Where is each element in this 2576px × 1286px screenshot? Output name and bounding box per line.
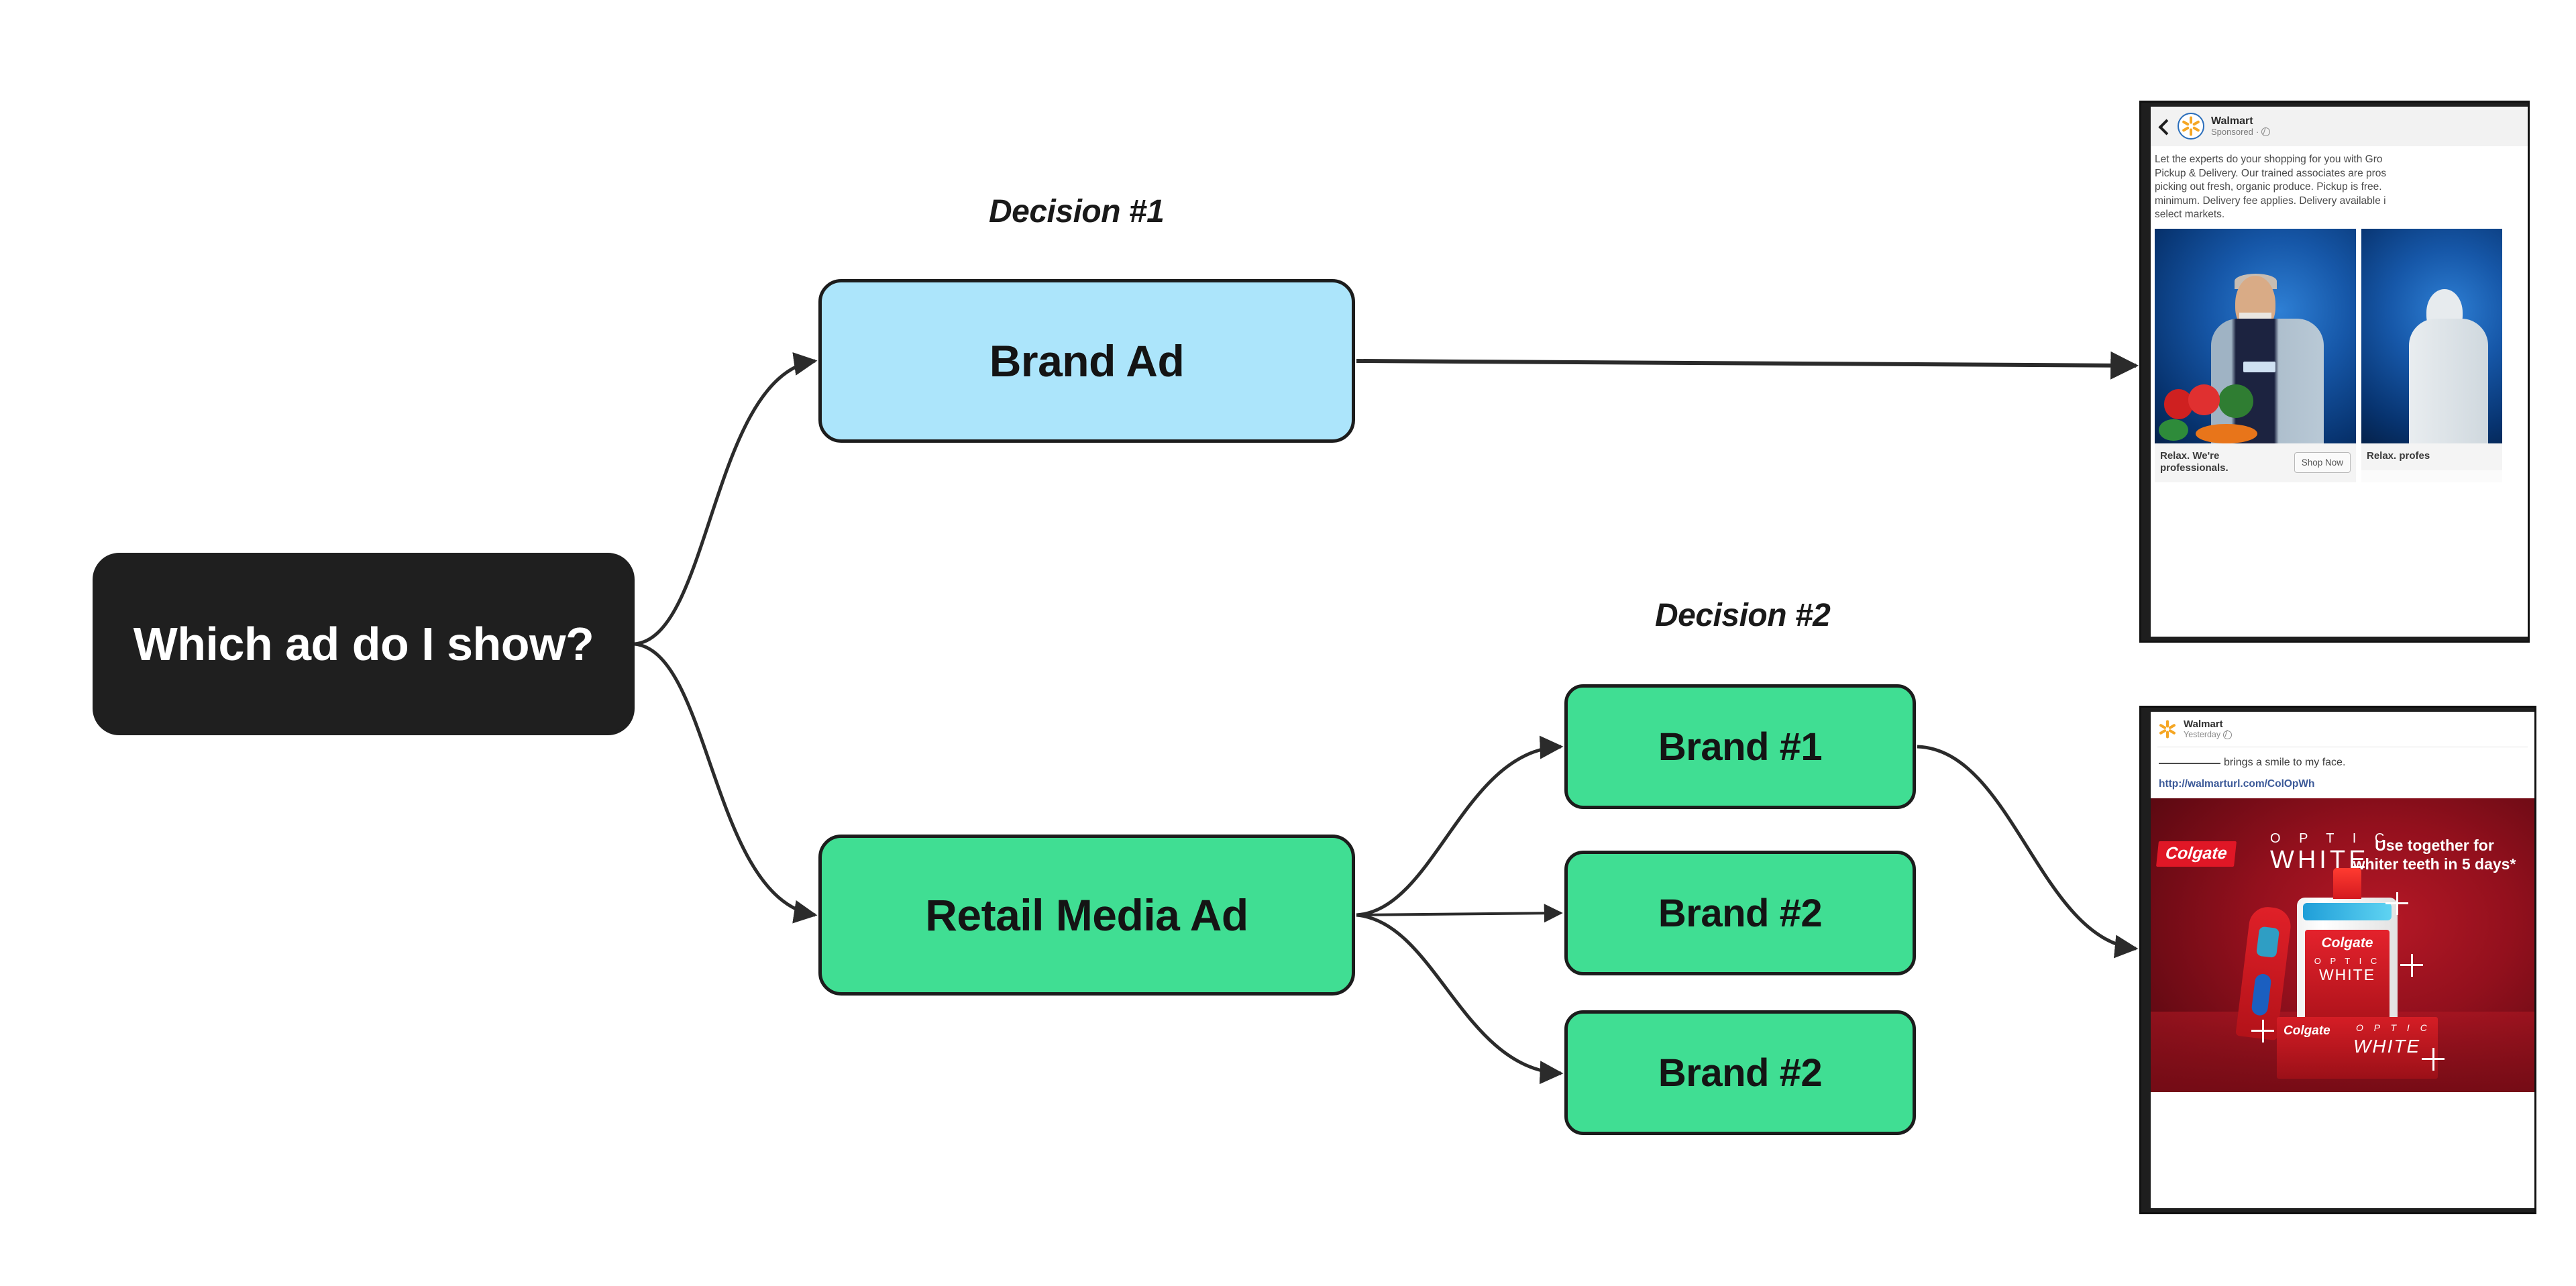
colgate-ad-meta: Yesterday bbox=[2184, 730, 2233, 740]
edge-root-to-retail-media-ad bbox=[634, 642, 818, 924]
walmart-spark-icon bbox=[2178, 113, 2204, 140]
decision-2-label: Decision #2 bbox=[1655, 598, 1831, 633]
carton-white-text: WHITE bbox=[2353, 1035, 2421, 1057]
walmart-ad-carousel[interactable]: Relax. We're professionals. Shop Now Rel… bbox=[2151, 229, 2528, 483]
bottle-white-text: WHITE bbox=[2318, 965, 2376, 983]
walmart-brand-name: Walmart bbox=[2184, 718, 2223, 730]
grocery-associate-photo bbox=[2155, 229, 2356, 444]
walmart-body-line: picking out fresh, organic produce. Pick… bbox=[2155, 181, 2382, 193]
grocery-associate-photo-2 bbox=[2361, 229, 2502, 444]
node-retail-media-ad[interactable]: Retail Media Ad bbox=[818, 835, 1355, 996]
walmart-brand-ad-card[interactable]: Walmart Sponsored · Let the experts do y… bbox=[2139, 101, 2530, 643]
walmart-card-inner: Walmart Sponsored · Let the experts do y… bbox=[2151, 107, 2528, 637]
mouthwash-bottle-product: Colgate O P T I C WHITE bbox=[2297, 867, 2398, 1057]
carousel-caption-row: Relax. We're professionals. Shop Now bbox=[2155, 443, 2356, 483]
blank-fill-line bbox=[2159, 762, 2220, 764]
back-chevron-icon[interactable] bbox=[2156, 119, 2169, 133]
node-brand-2-a[interactable]: Brand #2 bbox=[1564, 851, 1916, 975]
globe-icon bbox=[2223, 730, 2233, 739]
sparkle-icon bbox=[2400, 953, 2423, 977]
sponsored-label: Sponsored bbox=[2211, 126, 2253, 137]
edge-brand-1-to-colgate-card bbox=[1917, 745, 2139, 959]
colgate-ad-identity: Walmart Yesterday bbox=[2184, 718, 2233, 740]
edge-brand-ad-to-walmart-card bbox=[1356, 351, 2139, 380]
node-brand-2-b[interactable]: Brand #2 bbox=[1564, 1010, 1916, 1135]
optic-text: O P T I C bbox=[2270, 830, 2392, 846]
walmart-ad-identity: Walmart Sponsored · bbox=[2211, 115, 2271, 138]
decision-1-label: Decision #1 bbox=[989, 194, 1165, 229]
walmart-brand-name: Walmart bbox=[2211, 115, 2253, 127]
colgate-ad-header: Walmart Yesterday bbox=[2151, 712, 2534, 745]
node-root-question[interactable]: Which ad do I show? bbox=[93, 553, 635, 735]
colgate-optic-white-creative[interactable]: Colgate O P T I C WHITE Use together for… bbox=[2151, 798, 2534, 1092]
toothpaste-carton-product: Colgate O P T I C WHITE bbox=[2277, 1016, 2438, 1079]
walmart-ad-meta: Sponsored · bbox=[2211, 126, 2271, 138]
walmart-body-line: Pickup & Delivery. Our trained associate… bbox=[2155, 167, 2387, 179]
carousel-caption-row: Relax. profes bbox=[2361, 443, 2502, 471]
colgate-logo: Colgate bbox=[2156, 841, 2237, 867]
walmart-body-line: minimum. Delivery fee applies. Delivery … bbox=[2155, 195, 2386, 207]
edge-retail-to-brand-2a bbox=[1356, 904, 1563, 923]
carousel-caption: Relax. We're professionals. bbox=[2160, 450, 2229, 474]
bottle-brand-text: Colgate bbox=[2321, 934, 2373, 951]
colgate-ad-message: brings a smile to my face. bbox=[2151, 747, 2534, 771]
carousel-caption: Relax. profes bbox=[2367, 450, 2430, 462]
carton-brand-text: Colgate bbox=[2284, 1023, 2330, 1038]
colgate-retail-media-ad-card[interactable]: Walmart Yesterday brings a smile to my f… bbox=[2139, 706, 2536, 1214]
edge-retail-to-brand-2b bbox=[1356, 913, 1564, 1085]
bottle-optic-text: O P T I C bbox=[2314, 955, 2381, 966]
bottle-label: Colgate O P T I C WHITE bbox=[2305, 929, 2390, 1032]
node-brand-1[interactable]: Brand #1 bbox=[1564, 684, 1916, 809]
walmart-body-line: select markets. bbox=[2155, 209, 2225, 221]
walmart-spark-icon bbox=[2157, 719, 2178, 739]
message-text: brings a smile to my face. bbox=[2224, 756, 2346, 768]
edge-retail-to-brand-1 bbox=[1356, 735, 1564, 917]
creative-tagline: Use together for whiter teeth in 5 days* bbox=[2353, 836, 2516, 873]
carousel-slide[interactable]: Relax. We're professionals. Shop Now bbox=[2155, 229, 2356, 483]
walmart-ad-header: Walmart Sponsored · bbox=[2151, 107, 2528, 146]
carton-optic-text: O P T I C bbox=[2356, 1022, 2431, 1033]
node-brand-ad[interactable]: Brand Ad bbox=[818, 279, 1355, 443]
walmart-ad-body: Let the experts do your shopping for you… bbox=[2151, 146, 2528, 229]
shop-now-button[interactable]: Shop Now bbox=[2294, 451, 2351, 473]
timestamp-label: Yesterday bbox=[2184, 730, 2221, 740]
colgate-ad-link[interactable]: http://walmarturl.com/ColOpWh bbox=[2159, 778, 2315, 790]
globe-icon bbox=[2261, 127, 2271, 137]
carousel-slide[interactable]: Relax. profes bbox=[2361, 229, 2502, 483]
colgate-card-inner: Walmart Yesterday brings a smile to my f… bbox=[2151, 712, 2534, 1208]
walmart-body-line: Let the experts do your shopping for you… bbox=[2155, 154, 2383, 165]
edge-root-to-brand-ad bbox=[634, 352, 818, 646]
